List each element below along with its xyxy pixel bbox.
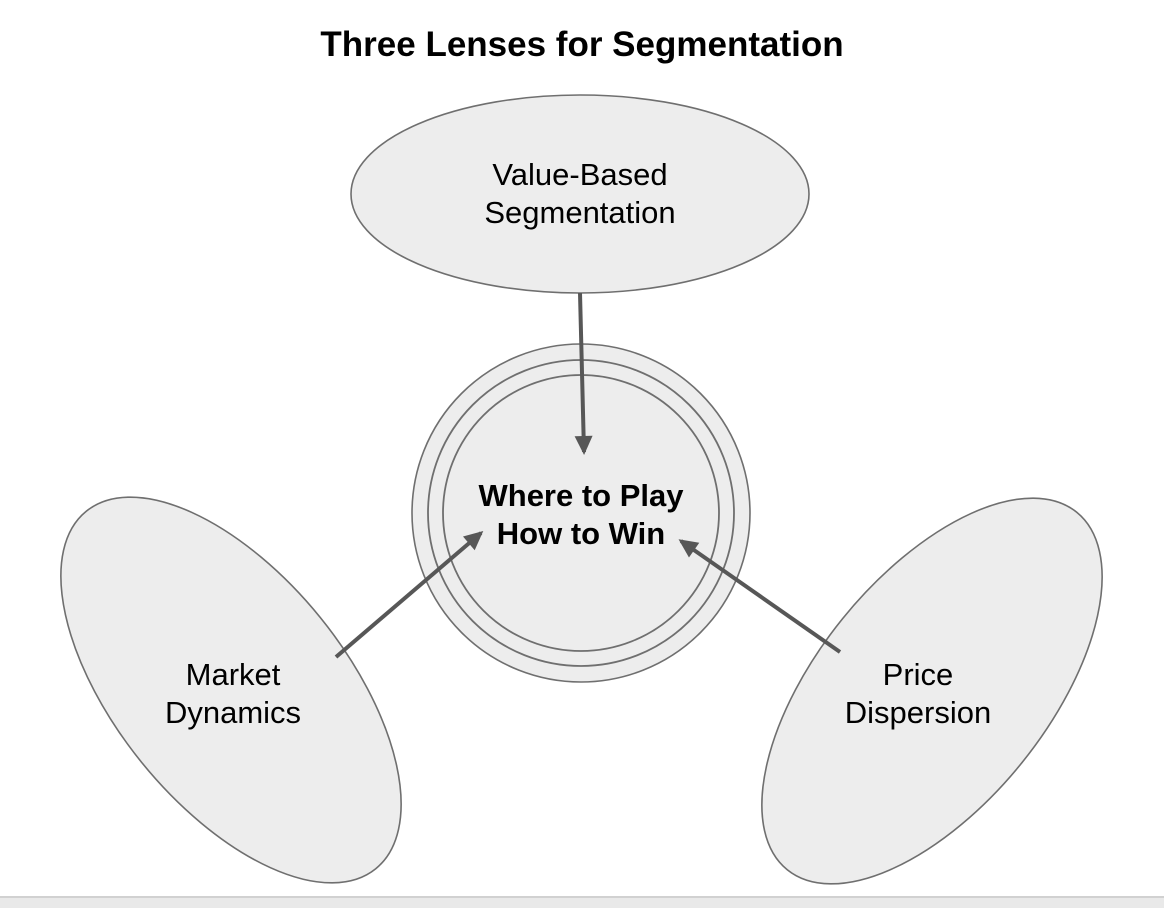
top-ellipse-label: Value-Based Segmentation: [380, 156, 780, 232]
arrow-left-to-center: [334, 531, 484, 659]
diagram-title: Three Lenses for Segmentation: [320, 25, 844, 64]
center-circle-label-line2: How to Win: [496, 516, 666, 551]
center-circle-label: Where to Play How to Win: [381, 477, 781, 553]
right-ellipse-label: Price Dispersion: [718, 656, 1118, 732]
left-ellipse-label-line1: Market: [185, 657, 281, 692]
top-ellipse-label-line2: Segmentation: [484, 195, 676, 230]
right-ellipse-label-line1: Price: [882, 657, 954, 692]
arrow-right-to-center: [678, 539, 842, 654]
horizontal-scrollbar-track[interactable]: [0, 896, 1164, 908]
arrow-top-to-center: [574, 292, 593, 455]
right-ellipse-label-line2: Dispersion: [844, 695, 992, 730]
left-ellipse-label-line2: Dynamics: [164, 695, 302, 730]
center-circle-label-line1: Where to Play: [478, 478, 684, 513]
top-ellipse-label-line1: Value-Based: [492, 157, 668, 192]
right-ellipse: [761, 497, 1103, 885]
left-ellipse: [60, 496, 402, 884]
left-ellipse-label: Market Dynamics: [33, 656, 433, 732]
